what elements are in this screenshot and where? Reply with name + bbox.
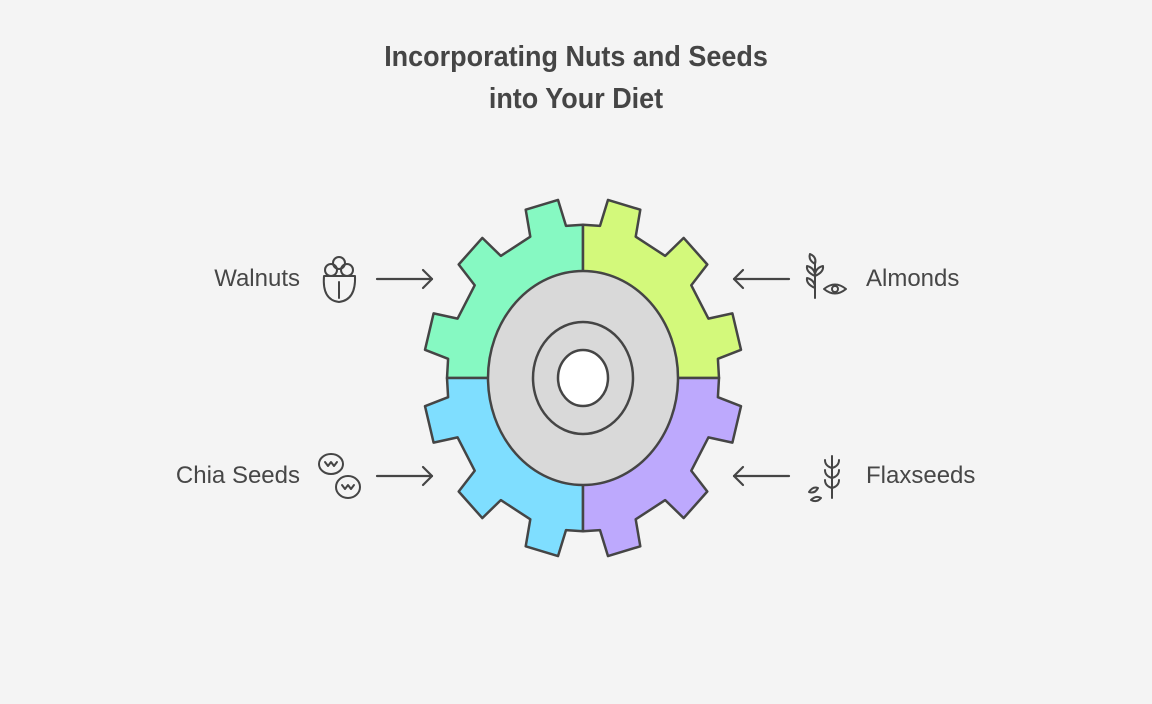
label-walnuts: Walnuts	[214, 265, 300, 292]
chia-seeds-icon	[318, 453, 361, 499]
title-line-1: Incorporating Nuts and Seeds	[384, 41, 768, 73]
gear-center-hole	[556, 348, 610, 408]
almond-plant-eye-icon	[805, 253, 847, 299]
diagram-title: Incorporating Nuts and Seeds into Your D…	[40, 36, 1111, 120]
walnuts-arrow	[375, 268, 434, 290]
title-line-2: into Your Diet	[488, 83, 664, 115]
flaxseeds-arrow	[732, 465, 791, 487]
chia-seeds-arrow	[375, 465, 434, 487]
walnut-icon	[322, 256, 357, 303]
label-almonds: Almonds	[866, 265, 960, 292]
flax-wheat-icon	[808, 455, 840, 503]
almonds-arrow	[732, 268, 791, 290]
label-chia-seeds: Chia Seeds	[175, 462, 300, 489]
label-flaxseeds: Flaxseeds	[866, 462, 976, 489]
